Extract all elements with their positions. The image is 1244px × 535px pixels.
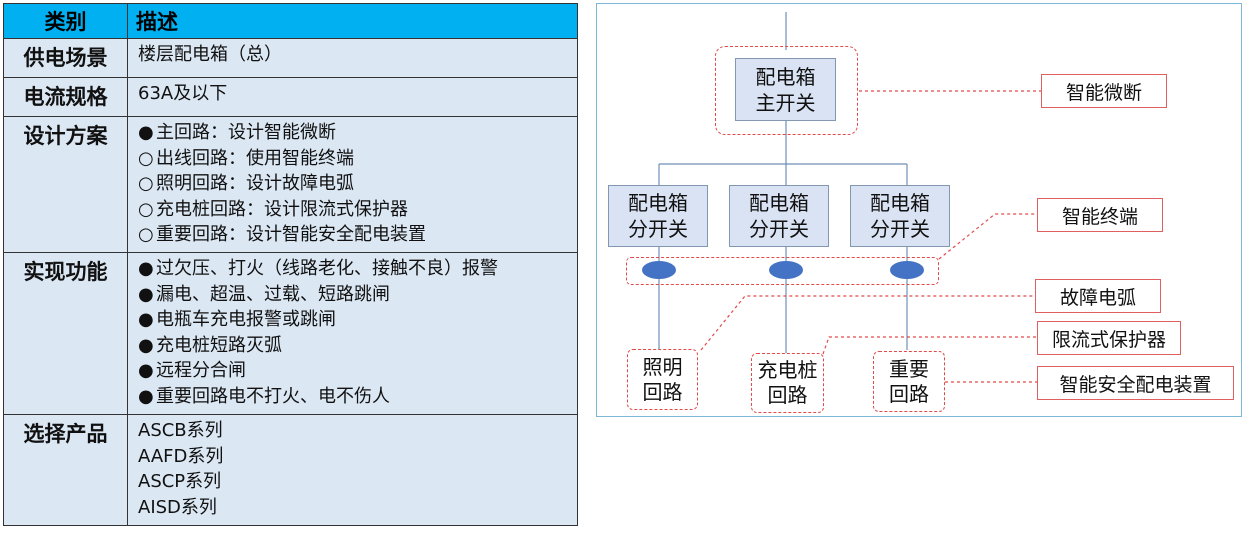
label-safety-device: 智能安全配电装置 bbox=[1037, 366, 1234, 400]
desc-line: ○出线回路：使用智能终端 bbox=[138, 146, 577, 172]
terminal-node-icon bbox=[642, 261, 676, 279]
bullet-hollow-icon: ○ bbox=[138, 224, 154, 245]
header-category: 类别 bbox=[3, 3, 128, 39]
desc-line: AISD系列 bbox=[138, 496, 217, 518]
desc-line: ●漏电、超温、过载、短路跳闸 bbox=[138, 282, 577, 308]
label-current-limiter: 限流式保护器 bbox=[1037, 321, 1181, 355]
desc-line: ●充电桩短路灭弧 bbox=[138, 333, 577, 359]
desc-line: ASCP系列 bbox=[138, 471, 222, 492]
terminal-node-icon bbox=[769, 261, 803, 279]
table-row: 电流规格 63A及以下 bbox=[3, 77, 578, 117]
desc-line: ASCB系列 bbox=[138, 420, 223, 441]
table-row: 实现功能 ●过欠压、打火（线路老化、接触不良）报警 ●漏电、超温、过载、短路跳闸… bbox=[3, 252, 578, 415]
label-arc-fault: 故障电弧 bbox=[1035, 279, 1161, 313]
row-description: ●主回路：设计智能微断 ○出线回路：使用智能终端 ○照明回路：设计故障电弧 ○充… bbox=[127, 116, 578, 253]
row-description: 楼层配电箱（总） bbox=[127, 38, 578, 78]
row-category: 实现功能 bbox=[3, 252, 128, 415]
row-description: 63A及以下 bbox=[127, 77, 578, 117]
bullet-filled-icon: ● bbox=[138, 360, 154, 381]
row-category: 选择产品 bbox=[3, 414, 128, 526]
desc-line: 63A及以下 bbox=[138, 83, 228, 104]
label-smart-mcb: 智能微断 bbox=[1041, 74, 1167, 108]
desc-line: ●重要回路电不打火、电不伤人 bbox=[138, 384, 577, 410]
table-row: 选择产品 ASCB系列 AAFD系列 ASCP系列 AISD系列 bbox=[3, 414, 578, 526]
load-circuit-box: 重要回路 bbox=[873, 351, 945, 412]
desc-line: 楼层配电箱（总） bbox=[138, 44, 282, 65]
table-header: 类别 描述 bbox=[3, 3, 578, 39]
bullet-filled-icon: ● bbox=[138, 258, 154, 279]
label-smart-terminal: 智能终端 bbox=[1037, 198, 1163, 232]
load-circuit-box: 充电桩回路 bbox=[751, 353, 824, 413]
main-switch-box: 配电箱 主开关 bbox=[735, 58, 836, 121]
terminal-group-outline bbox=[626, 257, 939, 285]
desc-line: ○充电桩回路：设计限流式保护器 bbox=[138, 197, 577, 223]
bullet-filled-icon: ● bbox=[138, 122, 154, 143]
main-switch-group-outline bbox=[715, 46, 858, 135]
row-category: 电流规格 bbox=[3, 77, 128, 117]
bullet-filled-icon: ● bbox=[138, 334, 154, 356]
bullet-filled-icon: ● bbox=[138, 385, 154, 407]
terminal-node-icon bbox=[890, 261, 924, 279]
bullet-hollow-icon: ○ bbox=[138, 198, 154, 220]
desc-line: ●电瓶车充电报警或跳闸 bbox=[138, 307, 577, 333]
desc-line: AAFD系列 bbox=[138, 445, 224, 467]
bullet-hollow-icon: ○ bbox=[138, 147, 154, 169]
desc-line: ●过欠压、打火（线路老化、接触不良）报警 bbox=[138, 256, 577, 282]
desc-line: ●主回路：设计智能微断 bbox=[138, 120, 577, 146]
desc-line: ○照明回路：设计故障电弧 bbox=[138, 171, 577, 197]
row-description: ●过欠压、打火（线路老化、接触不良）报警 ●漏电、超温、过载、短路跳闸 ●电瓶车… bbox=[127, 252, 578, 415]
branch-switch-box: 配电箱分开关 bbox=[850, 185, 950, 247]
spec-table: 类别 描述 供电场景 楼层配电箱（总） 电流规格 63A及以下 设计方案 ●主回… bbox=[3, 3, 578, 526]
desc-line: ○重要回路：设计智能安全配电装置 bbox=[138, 222, 577, 248]
bullet-hollow-icon: ○ bbox=[138, 173, 154, 194]
branch-switch-box: 配电箱分开关 bbox=[729, 185, 829, 247]
header-description: 描述 bbox=[127, 3, 578, 39]
branch-switch-box: 配电箱分开关 bbox=[608, 185, 708, 247]
bullet-filled-icon: ● bbox=[138, 309, 154, 330]
desc-line: ●远程分合闸 bbox=[138, 358, 577, 384]
row-category: 设计方案 bbox=[3, 116, 128, 253]
row-category: 供电场景 bbox=[3, 38, 128, 78]
wiring-diagram: 配电箱 主开关 配电箱分开关 配电箱分开关 配电箱分开关 照明回路 充电桩回路 … bbox=[596, 3, 1242, 417]
table-row: 供电场景 楼层配电箱（总） bbox=[3, 38, 578, 78]
load-circuit-box: 照明回路 bbox=[627, 349, 698, 410]
row-description: ASCB系列 AAFD系列 ASCP系列 AISD系列 bbox=[127, 414, 578, 526]
bullet-filled-icon: ● bbox=[138, 283, 154, 305]
table-row: 设计方案 ●主回路：设计智能微断 ○出线回路：使用智能终端 ○照明回路：设计故障… bbox=[3, 116, 578, 253]
